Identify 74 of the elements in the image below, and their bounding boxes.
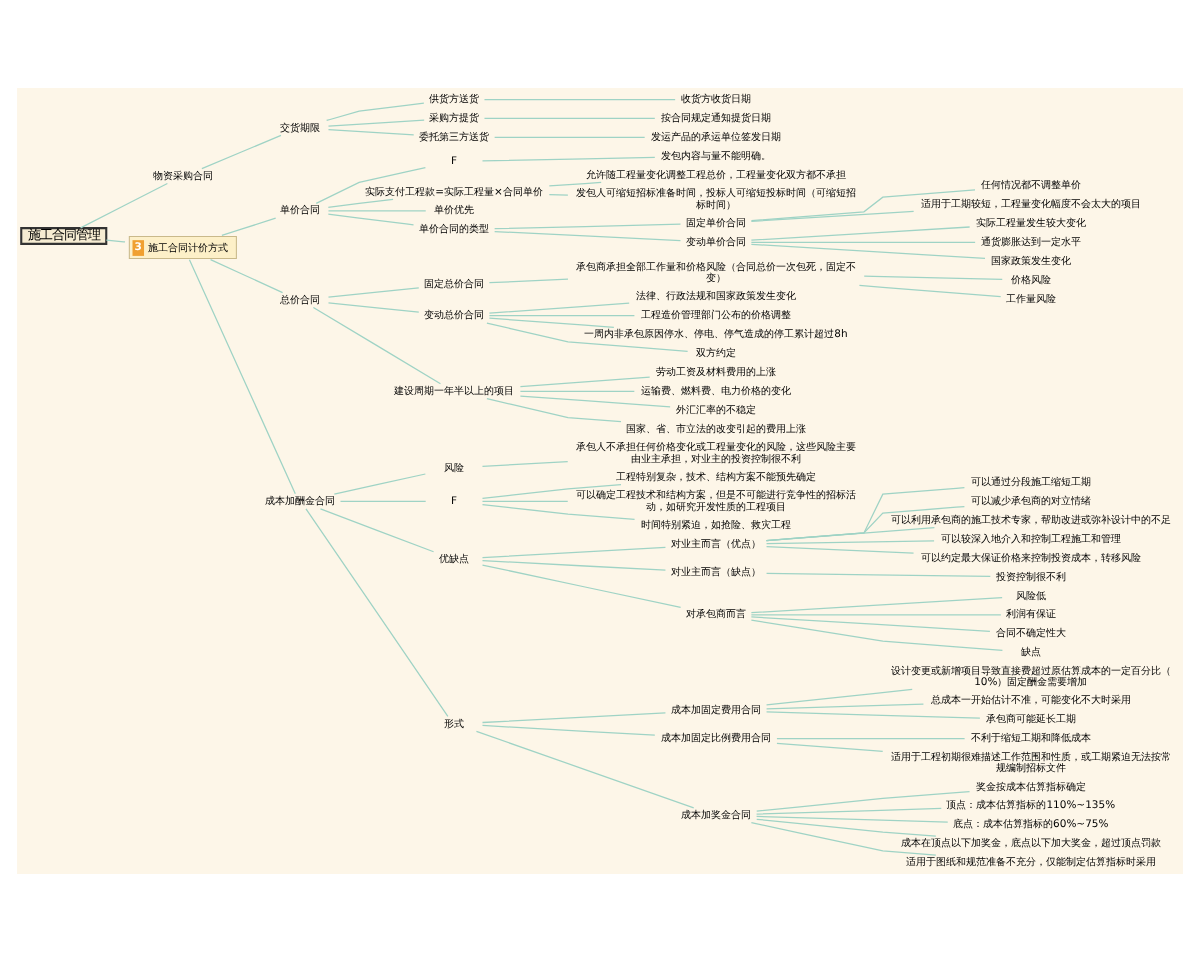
connector — [765, 687, 913, 705]
connector — [494, 222, 682, 229]
connector — [858, 283, 1002, 297]
connector — [209, 258, 284, 293]
connector — [327, 118, 425, 126]
connector — [494, 135, 646, 137]
connector — [776, 737, 966, 739]
connector — [765, 526, 936, 541]
connector — [756, 817, 937, 836]
connector — [750, 821, 937, 855]
connector — [305, 507, 449, 716]
connector — [765, 710, 981, 718]
connector — [765, 504, 966, 541]
connector — [765, 702, 925, 709]
connector — [481, 559, 667, 570]
connector — [483, 97, 676, 100]
connector — [750, 618, 1004, 651]
connector — [494, 229, 682, 241]
connector — [327, 301, 420, 312]
connector — [488, 316, 615, 327]
connector — [481, 155, 656, 161]
connector — [221, 216, 277, 235]
connector — [481, 499, 569, 502]
connector — [750, 615, 991, 631]
connector — [333, 472, 426, 494]
connector — [750, 613, 1002, 615]
connector — [750, 188, 976, 221]
connector — [756, 814, 949, 822]
connector — [481, 723, 656, 735]
connector — [481, 459, 569, 466]
connector — [105, 238, 126, 242]
connector — [756, 790, 971, 811]
connector — [79, 181, 168, 228]
connector — [327, 197, 394, 207]
connector — [481, 545, 667, 558]
connector — [750, 225, 971, 240]
connector — [327, 209, 427, 211]
connector — [201, 133, 282, 169]
connector — [483, 116, 656, 119]
connector — [481, 483, 622, 499]
connector — [750, 240, 976, 242]
connector — [750, 595, 1003, 613]
connector — [327, 127, 415, 135]
connector — [481, 563, 682, 608]
connector — [519, 394, 671, 407]
connector — [475, 729, 695, 808]
connector — [481, 502, 636, 519]
connector — [863, 274, 1003, 279]
connector — [519, 389, 635, 391]
connector — [765, 545, 915, 553]
connector — [756, 806, 942, 814]
connector — [188, 258, 296, 494]
connector — [765, 539, 935, 544]
connector — [312, 305, 442, 384]
connector — [488, 301, 630, 313]
connector — [326, 101, 425, 121]
connector — [481, 711, 667, 723]
connector — [776, 741, 884, 752]
connector — [750, 209, 915, 221]
connector — [548, 180, 602, 186]
connector — [750, 242, 986, 259]
connector — [315, 166, 427, 203]
connector — [327, 212, 415, 225]
connector — [519, 375, 651, 387]
connector — [765, 486, 966, 541]
connector — [548, 192, 569, 195]
connector — [486, 397, 622, 422]
connector — [765, 571, 991, 577]
connector — [339, 499, 427, 502]
connector — [488, 277, 569, 283]
connector — [327, 286, 420, 297]
connector — [319, 507, 435, 552]
connector — [486, 321, 689, 351]
connector — [488, 314, 636, 316]
